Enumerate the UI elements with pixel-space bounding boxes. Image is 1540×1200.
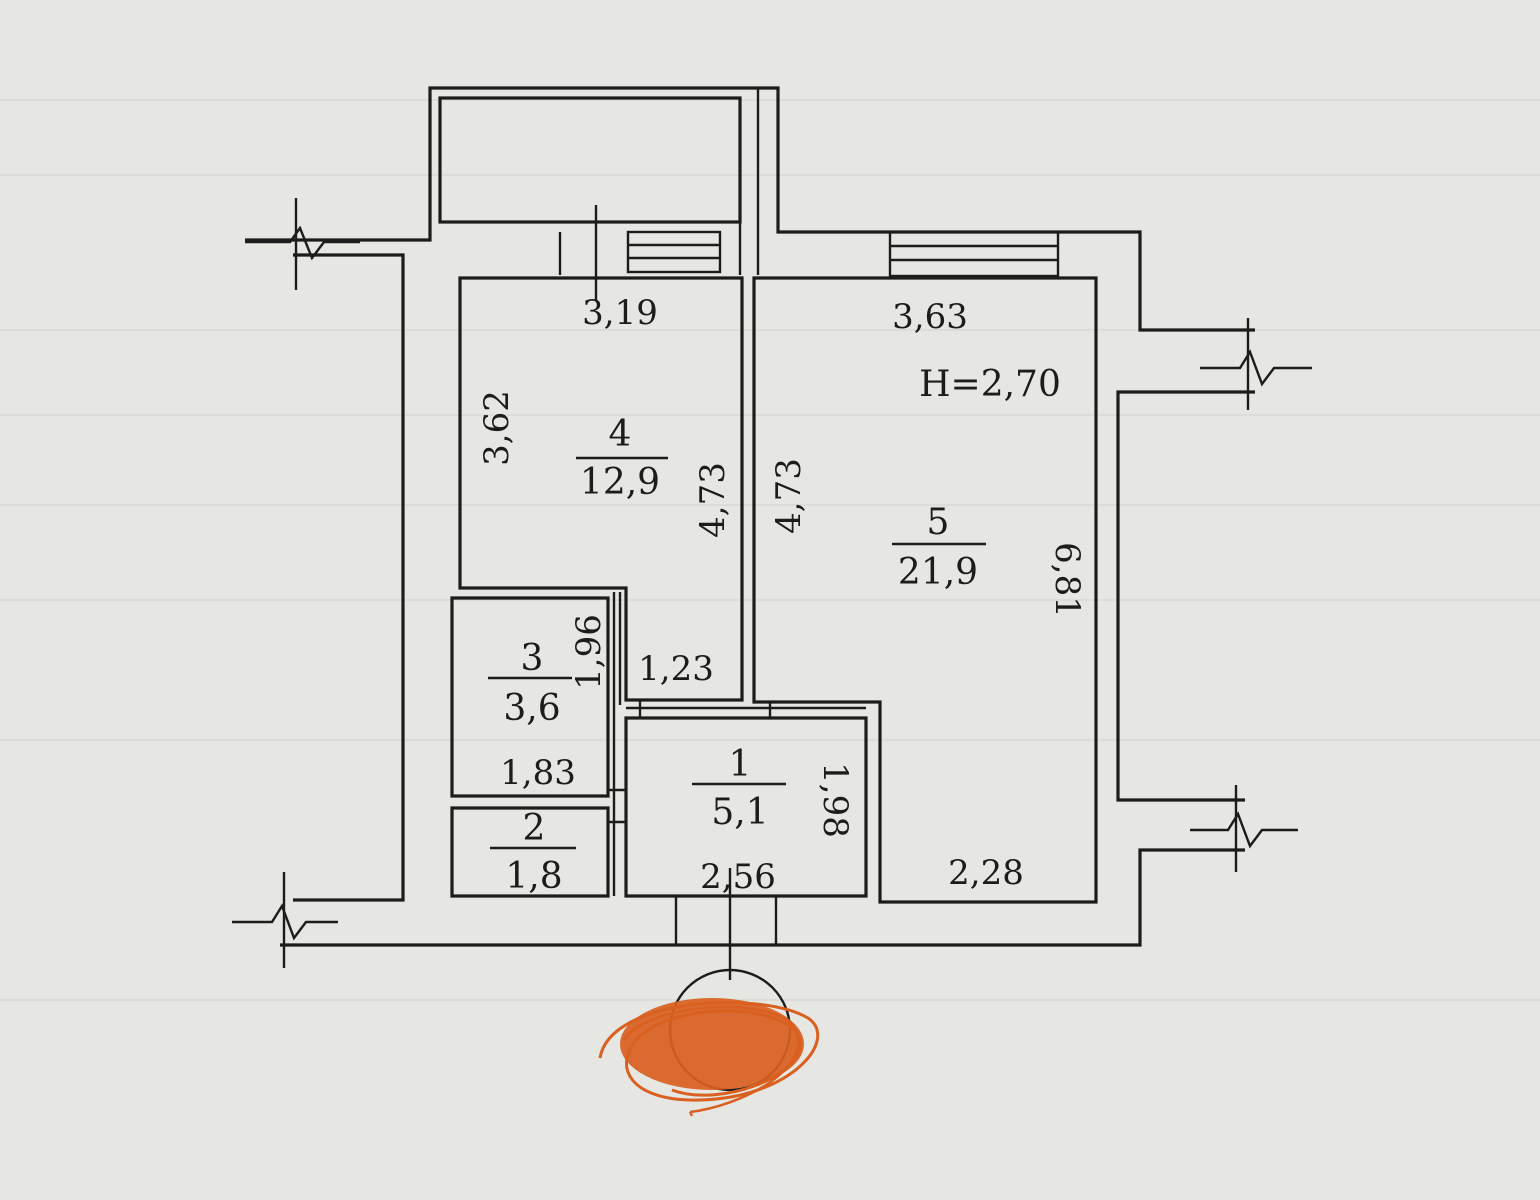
partitions <box>608 592 866 980</box>
dim-corridor-width: 1,23 <box>638 649 714 689</box>
redaction-scribble <box>598 998 820 1117</box>
room-4-outline <box>458 276 744 702</box>
room-1-number: 1 <box>729 744 752 785</box>
paper-rulings <box>0 99 1540 1001</box>
room-1-area: 5,1 <box>711 792 768 833</box>
room-2-number: 2 <box>523 808 546 849</box>
dim-room5-bottom-width: 2,28 <box>948 853 1024 893</box>
room-4-area: 12,9 <box>580 462 660 503</box>
dim-room5-left-height: 4,73 <box>769 458 809 534</box>
ceiling-height-label: H=2,70 <box>919 364 1061 405</box>
dim-room5-top-width: 3,63 <box>892 297 968 337</box>
balcony <box>438 96 742 224</box>
dim-room4-right-height: 4,73 <box>693 462 733 538</box>
windows <box>558 205 1060 300</box>
room-5-number: 5 <box>927 502 950 543</box>
room-3-outline <box>450 596 610 798</box>
dim-room4-width: 3,19 <box>582 293 658 333</box>
window-room5 <box>888 230 1060 278</box>
dim-room3-width: 1,83 <box>500 753 576 793</box>
dim-room1-height: 1,98 <box>815 762 855 838</box>
wall-break-symbols <box>232 198 1312 968</box>
room-5-area: 21,9 <box>898 552 978 593</box>
dim-room5-right-height: 6,81 <box>1047 542 1087 618</box>
dim-room1-width: 2,56 <box>700 857 776 897</box>
window-room4 <box>626 230 722 274</box>
room-3-area: 3,6 <box>503 688 560 729</box>
dim-room4-left-height: 3,62 <box>477 390 517 466</box>
room-2-area: 1,8 <box>505 856 562 897</box>
room-1-outline <box>624 716 868 898</box>
room-4-number: 4 <box>609 414 632 455</box>
room-label-bars <box>488 456 986 850</box>
outer-walls <box>245 86 1255 947</box>
room-3-number: 3 <box>521 638 544 679</box>
room-5-outline <box>752 276 1098 904</box>
room-2-outline <box>450 806 610 898</box>
dim-room3-height: 1,96 <box>569 614 609 690</box>
